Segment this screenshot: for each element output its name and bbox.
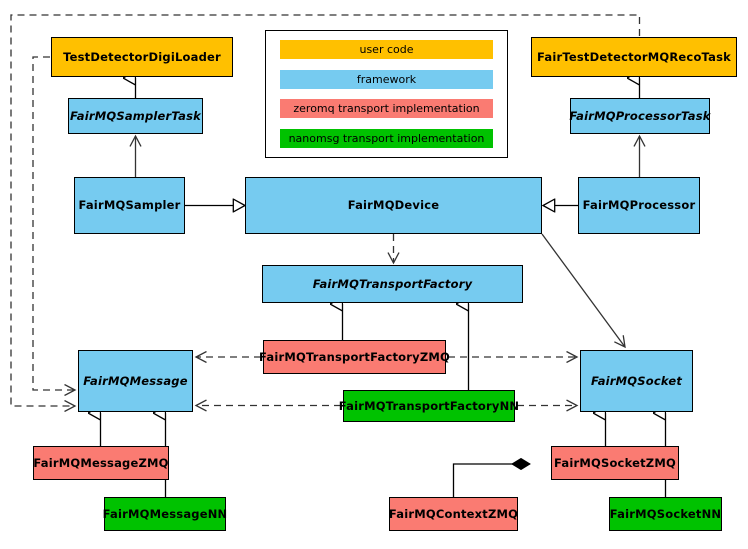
legend-panel: user code framework zeromq transport imp… [265, 30, 508, 158]
class-box-fairmqcontextzmq[interactable]: FairMQContextZMQ [389, 497, 518, 531]
class-label: FairMQContextZMQ [388, 506, 519, 521]
class-box-fairmqmessagezmq[interactable]: FairMQMessageZMQ [33, 446, 169, 480]
class-label: FairMQSocketZMQ [554, 455, 676, 470]
edge-device-to-socket [541, 233, 625, 347]
legend-label-user-code: user code [359, 43, 414, 56]
class-box-fairmqtransportfactorynn[interactable]: FairMQTransportFactoryNN [339, 390, 519, 422]
class-label: FairMQSampler [78, 198, 181, 213]
class-label: FairTestDetectorMQRecoTask [537, 49, 731, 64]
legend-item-framework: framework [280, 69, 493, 89]
class-label: FairMQProcessorTask [569, 108, 711, 123]
class-box-fairmqmessage[interactable]: FairMQMessage [78, 350, 193, 412]
class-label: FairMQMessageZMQ [33, 455, 169, 470]
class-box-fairmqprocessortask[interactable]: FairMQProcessorTask [569, 98, 711, 134]
legend-item-user-code: user code [280, 40, 493, 59]
class-label: FairMQSocket [590, 373, 683, 388]
class-label: FairMQSamplerTask [70, 108, 201, 123]
class-box-fairmqsocket[interactable]: FairMQSocket [580, 350, 693, 412]
edge-socketzmq-composes-contextzmq [452, 464, 531, 497]
class-box-fairmqtransportfactoryzmq[interactable]: FairMQTransportFactoryZMQ [259, 340, 450, 374]
class-box-fairtestdetectormqrecotask[interactable]: FairTestDetectorMQRecoTask [531, 37, 737, 77]
edge-digiloader-to-message [32, 56, 75, 390]
class-box-fairmqtransportfactory[interactable]: FairMQTransportFactory [262, 265, 523, 303]
class-box-testdetectordigiloader[interactable]: TestDetectorDigiLoader [51, 37, 233, 77]
legend-label-nanomsg: nanomsg transport implementation [288, 131, 485, 145]
class-box-fairmqdevice[interactable]: FairMQDevice [245, 177, 542, 234]
class-label: FairMQTransportFactoryNN [338, 398, 520, 413]
class-box-fairmqsocketzmq[interactable]: FairMQSocketZMQ [551, 446, 679, 480]
class-box-fairmqsampler[interactable]: FairMQSampler [74, 177, 185, 234]
legend-item-nanomsg: nanomsg transport implementation [280, 128, 493, 148]
class-label: TestDetectorDigiLoader [63, 49, 221, 64]
class-label: FairMQSocketNN [609, 506, 722, 521]
edge-recotask-to-message [10, 14, 641, 406]
class-label: FairMQMessageNN [102, 506, 228, 521]
class-label: FairMQMessage [83, 373, 188, 388]
class-label: FairMQTransportFactoryZMQ [259, 349, 451, 364]
class-box-fairmqsamplertask[interactable]: FairMQSamplerTask [68, 98, 203, 134]
legend-label-framework: framework [356, 72, 417, 86]
class-box-fairmqprocessor[interactable]: FairMQProcessor [578, 177, 700, 234]
class-label: FairMQTransportFactory [312, 276, 473, 291]
class-box-fairmqmessagenn[interactable]: FairMQMessageNN [102, 497, 228, 531]
class-box-fairmqsocketnn[interactable]: FairMQSocketNN [609, 497, 722, 531]
legend-item-zeromq: zeromq transport implementation [280, 99, 493, 119]
class-label: FairMQDevice [347, 198, 440, 213]
class-label: FairMQProcessor [582, 198, 696, 213]
legend-label-zeromq: zeromq transport implementation [293, 102, 480, 116]
